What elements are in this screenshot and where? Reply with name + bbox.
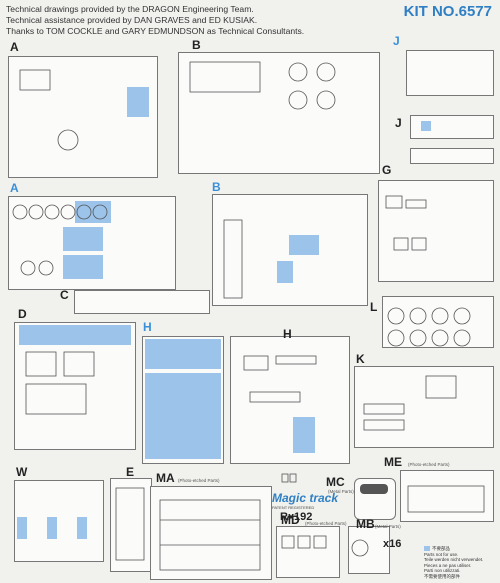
sprue-h-blue — [142, 336, 224, 464]
note-mb: (Metal Parts) — [375, 524, 401, 529]
metal-part-mc — [360, 484, 388, 494]
sprue-mb — [348, 526, 390, 574]
sprue-b-top — [178, 52, 380, 174]
legend-line: Teile werden nicht verwendet. — [424, 557, 484, 562]
magic-track-logo: Magic track — [272, 491, 339, 505]
label-a-mid: A — [10, 181, 19, 195]
credits-block: Technical drawings provided by the DRAGO… — [6, 4, 304, 37]
legend-line: Parts not for use. — [424, 551, 459, 557]
sprue-j-mid — [410, 115, 494, 139]
sprue-ma — [150, 486, 272, 580]
credit-line: Technical assistance provided by DAN GRA… — [6, 15, 258, 25]
label-c: C — [60, 288, 69, 302]
credit-line: Technical drawings provided by the DRAGO… — [6, 4, 254, 14]
legend-line: 不要部品 — [424, 546, 494, 552]
sprue-md — [276, 526, 340, 578]
mb-count: x16 — [383, 538, 402, 550]
sprue-j-strip — [410, 148, 494, 164]
legend-line: 不需要使用的部件 — [424, 573, 460, 579]
sprue-l — [382, 296, 494, 348]
label-w: W — [16, 465, 28, 479]
legend-swatch — [424, 546, 430, 552]
note-mc: (Metal Parts) — [328, 489, 354, 494]
sprue-j-top — [406, 50, 494, 96]
label-ma: MA — [156, 471, 175, 485]
sprue-b-mid — [212, 194, 368, 306]
label-g: G — [382, 163, 392, 177]
sprue-a-top — [8, 56, 158, 178]
legend-line: Pieces a ne pas utiliser. — [424, 562, 472, 568]
sprue-a-mid — [8, 196, 176, 290]
note-md: (Photo-etched Parts) — [305, 521, 347, 526]
label-h-blue: H — [143, 320, 152, 334]
sprue-w — [14, 480, 104, 562]
label-l: L — [370, 300, 378, 314]
legend-line: Parti non utilizzati. — [424, 568, 461, 573]
label-j-top: J — [393, 34, 400, 48]
kit-number: KIT NO.6577 — [403, 3, 492, 20]
sprue-d — [14, 322, 136, 450]
legend-parts-not-used: 不要部品 Parts not for use. Teile werden nic… — [424, 546, 494, 579]
note-me: (Photo-etched Parts) — [408, 462, 450, 467]
label-a-top: A — [10, 40, 19, 54]
magic-track-count: Rx192 — [280, 511, 313, 523]
label-k: K — [356, 352, 365, 366]
sprue-k — [354, 366, 494, 448]
label-me: ME — [384, 455, 402, 469]
note-ma: (Photo-etched Parts) — [178, 478, 220, 483]
sprue-e — [110, 478, 152, 572]
sprue-g — [378, 180, 494, 282]
label-b-mid: B — [212, 180, 221, 194]
label-e: E — [126, 465, 135, 479]
magic-track-subtitle: PATENT REGISTERED — [272, 505, 315, 510]
label-md: MD — [281, 513, 300, 527]
label-mb: MB — [356, 517, 375, 531]
label-b-top: B — [192, 38, 201, 52]
label-j-mid: J — [395, 116, 402, 130]
credit-line: Thanks to TOM COCKLE and GARY EDMUNDSON … — [6, 26, 305, 36]
label-mc: MC — [326, 475, 345, 489]
label-d: D — [18, 307, 27, 321]
sprue-me — [400, 470, 494, 522]
label-h: H — [283, 327, 292, 341]
sprue-c — [74, 290, 210, 314]
